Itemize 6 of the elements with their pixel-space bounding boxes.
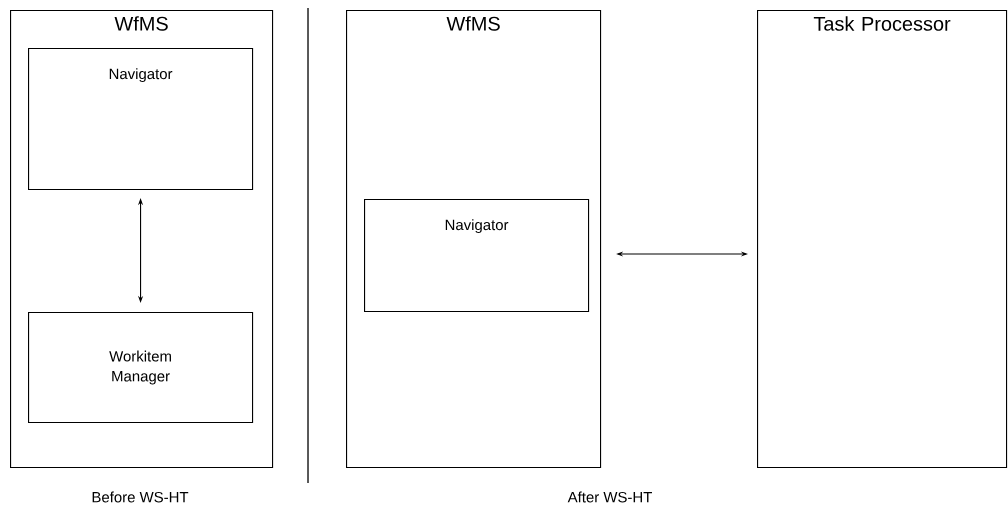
caption-label: Before WS-HT	[92, 491, 189, 503]
component-box: Navigator	[28, 48, 254, 191]
component-box: Navigator	[364, 199, 590, 313]
caption-label: After WS-HT	[567, 491, 652, 503]
system-box: Task Processor	[757, 10, 1008, 469]
component-box: Workitem Manager	[28, 312, 254, 424]
